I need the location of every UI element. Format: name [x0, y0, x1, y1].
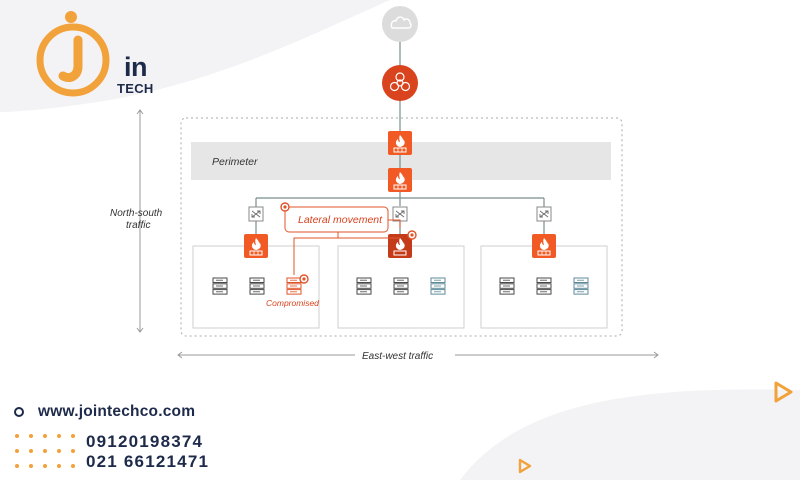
north-south-label-line2: traffic — [126, 220, 150, 231]
threat-icon — [382, 65, 418, 101]
logo-wordmark: in — [124, 52, 148, 82]
website-link[interactable]: www.jointechco.com — [38, 403, 196, 420]
server-icon — [499, 277, 515, 295]
east-west-arrow — [177, 351, 659, 359]
perimeter-label: Perimeter — [212, 156, 258, 168]
switch-icon — [536, 206, 552, 222]
north-south-arrow — [136, 109, 144, 333]
server-icon — [536, 277, 552, 295]
switch-icon — [248, 206, 264, 222]
play-icon — [518, 458, 532, 474]
server-icon — [249, 277, 265, 295]
server-icon — [430, 277, 446, 295]
server-icon — [356, 277, 372, 295]
lateral-movement-callout: Lateral movement — [280, 202, 401, 275]
alert-icon — [299, 274, 309, 284]
east-west-label: East-west traffic — [362, 351, 433, 362]
server-icon — [212, 277, 228, 295]
alert-icon — [407, 230, 417, 240]
server-icon — [573, 277, 589, 295]
lateral-movement-label: Lateral movement — [298, 214, 383, 226]
logo-mark-icon — [36, 11, 110, 97]
phone-number-office[interactable]: 021 66121471 — [86, 452, 210, 471]
firewall-icon — [243, 233, 269, 259]
firewall-icon — [387, 130, 413, 156]
alert-icon — [280, 202, 290, 212]
phone-number-mobile[interactable]: 09120198374 — [86, 432, 204, 451]
cloud-icon — [382, 6, 418, 42]
compromised-firewall-icon — [388, 234, 412, 258]
play-icon — [774, 381, 793, 403]
switch-icon — [392, 206, 408, 222]
logo-subtitle: TECH — [117, 81, 154, 96]
network-boundary — [180, 117, 623, 337]
decorative-dots-icon — [15, 434, 75, 468]
north-south-label-line1: North-south — [110, 208, 163, 219]
firewall-icon — [387, 167, 413, 193]
jointech-logo[interactable]: in TECH — [28, 10, 153, 100]
network-diagram: Perimeter — [110, 6, 659, 362]
compromised-label: Compromised — [266, 298, 319, 308]
footer-background-shape — [0, 380, 800, 480]
compromised-server-icon — [286, 277, 302, 295]
server-icon — [393, 277, 409, 295]
firewall-icon — [531, 233, 557, 259]
bullet-icon — [14, 407, 24, 417]
